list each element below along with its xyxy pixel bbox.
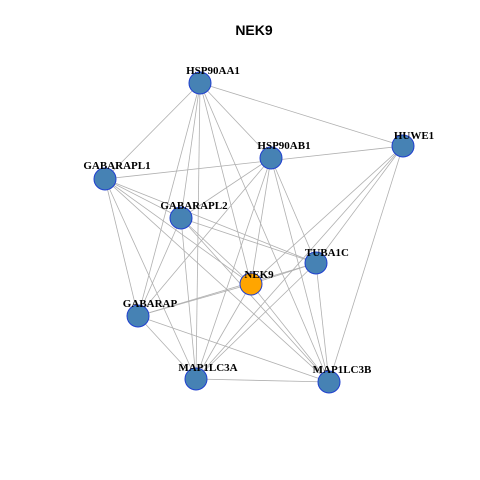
edge-gabarapl1-nek9 (104, 178, 252, 285)
edge-hsp90aa1-gabarap (137, 82, 201, 317)
node-map1lc3a[interactable] (184, 367, 208, 391)
edge-hsp90ab1-tuba1c (270, 157, 317, 264)
edge-gabarapl1-tuba1c (104, 178, 317, 264)
edges-layer (104, 82, 404, 383)
edge-tuba1c-map1lc3b (315, 262, 330, 383)
node-hsp90aa1[interactable] (188, 71, 212, 95)
node-gabarap[interactable] (126, 304, 150, 328)
edge-tuba1c-gabarap (137, 262, 317, 317)
edge-gabarapl2-gabarap (137, 217, 182, 317)
diagram-title: NEK9 (235, 22, 273, 38)
labels-layer: HSP90AA1HUWE1HSP90AB1GABARAPL1GABARAPL2T… (83, 65, 434, 376)
node-nek9[interactable] (239, 272, 263, 296)
edge-gabarap-map1lc3a (137, 315, 197, 380)
edge-nek9-gabarap (137, 283, 252, 317)
nodes-layer (93, 71, 415, 394)
edge-gabarapl2-nek9 (180, 217, 252, 285)
node-label-hsp90ab1: HSP90AB1 (257, 140, 310, 152)
edge-hsp90aa1-gabarapl1 (104, 82, 201, 180)
edge-gabarapl1-map1lc3b (104, 178, 330, 383)
node-label-huwe1: HUWE1 (394, 130, 434, 142)
edge-huwe1-nek9 (250, 145, 404, 285)
node-label-map1lc3b: MAP1LC3B (313, 364, 372, 376)
node-label-map1lc3a: MAP1LC3A (178, 362, 237, 374)
edge-hsp90ab1-map1lc3a (195, 157, 272, 380)
edge-hsp90aa1-hsp90ab1 (199, 82, 272, 159)
node-label-tuba1c: TUBA1C (305, 247, 349, 259)
edge-hsp90ab1-gabarap (137, 157, 272, 317)
edge-gabarap-map1lc3b (137, 315, 330, 383)
node-gabarapl1[interactable] (93, 167, 117, 191)
edge-gabarapl1-map1lc3a (104, 178, 197, 380)
node-map1lc3b[interactable] (317, 370, 341, 394)
edge-nek9-map1lc3b (250, 283, 330, 383)
edge-hsp90aa1-gabarapl2 (180, 82, 201, 219)
edge-gabarapl2-map1lc3a (180, 217, 197, 380)
edge-hsp90aa1-huwe1 (199, 82, 404, 147)
edge-gabarapl1-gabarapl2 (104, 178, 182, 219)
edge-huwe1-map1lc3b (328, 145, 404, 383)
node-label-gabarapl2: GABARAPL2 (160, 200, 228, 212)
node-hsp90ab1[interactable] (259, 146, 283, 170)
edge-hsp90aa1-map1lc3b (199, 82, 330, 383)
edge-hsp90aa1-nek9 (199, 82, 252, 285)
edge-huwe1-map1lc3a (195, 145, 404, 380)
edge-nek9-map1lc3a (195, 283, 252, 380)
edge-hsp90ab1-nek9 (250, 157, 272, 285)
edge-huwe1-gabarapl1 (104, 145, 404, 180)
node-tuba1c[interactable] (304, 251, 328, 275)
edge-hsp90ab1-map1lc3b (270, 157, 330, 383)
edge-map1lc3a-map1lc3b (195, 378, 330, 383)
node-huwe1[interactable] (391, 134, 415, 158)
node-gabarapl2[interactable] (169, 206, 193, 230)
node-label-hsp90aa1: HSP90AA1 (186, 65, 240, 77)
edge-huwe1-tuba1c (315, 145, 404, 264)
node-label-nek9: NEK9 (244, 269, 274, 281)
edge-gabarapl2-tuba1c (180, 217, 317, 264)
edge-hsp90aa1-map1lc3a (195, 82, 201, 380)
edge-tuba1c-map1lc3a (195, 262, 317, 380)
node-label-gabarap: GABARAP (123, 298, 178, 310)
edge-hsp90ab1-gabarapl2 (180, 157, 272, 219)
edge-gabarapl2-map1lc3b (180, 217, 330, 383)
node-label-gabarapl1: GABARAPL1 (83, 160, 150, 172)
edge-gabarapl1-gabarap (104, 178, 139, 317)
